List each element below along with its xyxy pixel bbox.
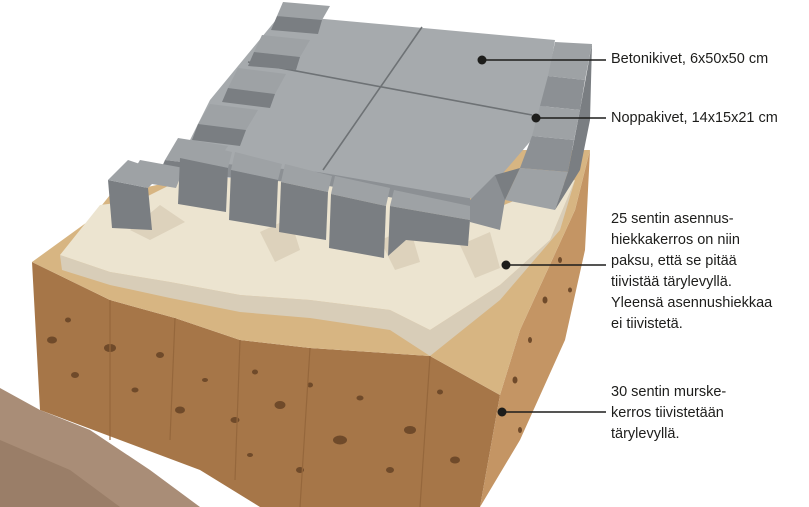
callout-concrete-slabs: Betonikivet, 6x50x50 cm: [611, 51, 769, 67]
pavement: [108, 2, 592, 258]
gravel-right-face: [480, 150, 590, 507]
slab-joint-horizontal: [247, 61, 533, 116]
cobble-border-left: [108, 2, 330, 230]
ground-slope-shadow: [0, 440, 120, 507]
leader-lines: [477, 55, 606, 417]
leader-dot-sand-layer: [501, 260, 511, 270]
callout-gravel-layer: 30 sentin murske- kerros tiivistetään tä…: [611, 384, 727, 442]
slab-joint-vertical: [322, 26, 423, 171]
cobble-border-front: [178, 140, 470, 258]
gravel-front-left-face: [32, 262, 500, 507]
leader-dot-gravel-layer: [497, 407, 507, 417]
cobble-border-right: [470, 42, 592, 230]
callout-cobblestones: Noppakivet, 14x15x21 cm: [611, 110, 778, 126]
gravel-creases: [109, 300, 431, 507]
leader-dot-cobblestones: [531, 113, 541, 123]
callout-sand-layer: 25 sentin asennus- hiekkakerros on niin …: [611, 211, 773, 332]
leader-dot-concrete-slabs: [477, 55, 487, 65]
